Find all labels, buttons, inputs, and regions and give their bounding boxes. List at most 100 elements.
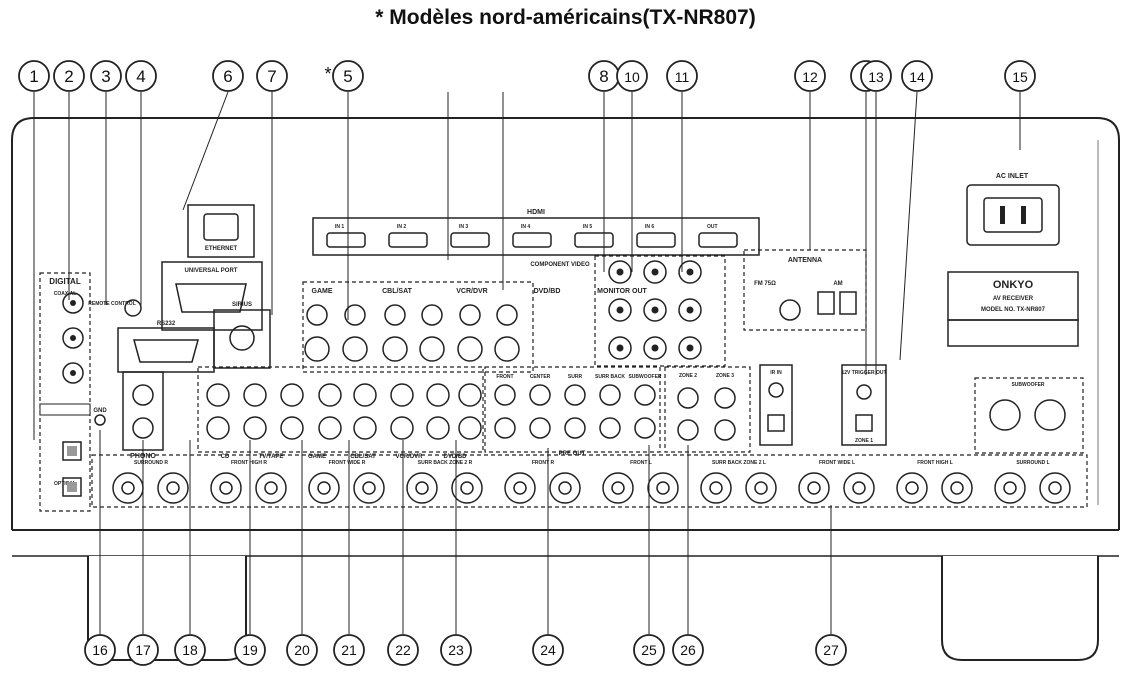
- ethernet-block: [187, 204, 255, 258]
- speaker-terminal-minus-6: [647, 472, 679, 504]
- audio-label-3: GAME: [308, 454, 326, 460]
- hdmi-port-6: [636, 232, 676, 248]
- gnd-label: GND: [93, 408, 107, 414]
- hdmi-panel: [312, 217, 760, 256]
- component-jack-center-7: [686, 268, 694, 276]
- speaker-terminal-plus-4: [406, 472, 438, 504]
- speaker-label-6: FRONT L: [630, 460, 652, 466]
- leader-top-14: [899, 91, 918, 361]
- callout-circle-4: [125, 60, 157, 92]
- trigger-port: [855, 414, 873, 432]
- hdmi-port-7: [698, 232, 738, 248]
- callout-circle-1: [18, 60, 50, 92]
- composite-jack-6: [496, 304, 518, 326]
- callout-circle-25: [633, 634, 665, 666]
- pre-out-jack-top-5: [634, 384, 656, 406]
- component-jack-4: [643, 260, 667, 284]
- pre-out-jack-top-2: [529, 384, 551, 406]
- optical-jack-inner-1: [67, 446, 77, 456]
- speaker-terminal-minus-inner-1: [166, 481, 180, 495]
- svideo-jack-6: [494, 336, 520, 362]
- pre-out-jack-bottom-5: [634, 417, 656, 439]
- speaker-terminal-minus-inner-5: [558, 481, 572, 495]
- hdmi-port-label-5: IN 5: [583, 224, 592, 230]
- hdmi-port-5: [574, 232, 614, 248]
- speaker-terminal-minus-inner-6: [656, 481, 670, 495]
- digital-spacer: [39, 403, 91, 416]
- audio-jack-bottom-4: [318, 416, 342, 440]
- audio-jack-top-3: [280, 383, 304, 407]
- audio-jack-bottom-7: [426, 416, 450, 440]
- speaker-label-4: SURR BACK ZONE 2 R: [418, 460, 473, 466]
- speaker-terminal-plus-inner-10: [1003, 481, 1017, 495]
- optical-jack-inner-2: [67, 482, 77, 492]
- callout-number-6: 6: [223, 67, 232, 86]
- audio-label-2: TV/TAPE: [259, 454, 284, 460]
- pre-out-jack-bottom-2: [529, 417, 551, 439]
- coax-jack-3: [62, 362, 84, 384]
- speaker-terminal-minus-3: [353, 472, 385, 504]
- callout-number-19: 19: [242, 642, 258, 658]
- callout-number-4: 4: [136, 67, 145, 86]
- speaker-terminal-plus-7: [700, 472, 732, 504]
- speaker-terminal-minus-10: [1039, 472, 1071, 504]
- pre-out-block: [484, 366, 661, 453]
- component-jack-center-3: [616, 344, 624, 352]
- video-group-label-3: VCR/DVR: [456, 288, 488, 295]
- speaker-label-9: FRONT HIGH L: [917, 460, 953, 466]
- audio-jack-top-2: [243, 383, 267, 407]
- speaker-terminal-minus-inner-4: [460, 481, 474, 495]
- composite-jack-5: [459, 304, 481, 326]
- nameplate-lower: [947, 319, 1079, 347]
- callout-circle-27: [815, 634, 847, 666]
- speaker-label-8: FRONT WIDE L: [819, 460, 855, 466]
- ac-inlet-box: [966, 184, 1060, 246]
- am-terminal-2: [839, 291, 857, 315]
- speaker-terminal-minus-5: [549, 472, 581, 504]
- hdmi-port-label-3: IN 3: [459, 224, 468, 230]
- speaker-terminal-minus-9: [941, 472, 973, 504]
- speaker-terminal-plus-inner-6: [611, 481, 625, 495]
- hdmi-port-3: [450, 232, 490, 248]
- callout-number-27: 27: [823, 642, 839, 658]
- callout-circle-21: [333, 634, 365, 666]
- audio-jack-top-7: [426, 383, 450, 407]
- hdmi-port-label-7: OUT: [707, 224, 718, 230]
- zone-jack-bottom-1: [677, 419, 699, 441]
- callout-circle-3: [90, 60, 122, 92]
- callout-circle-13: [860, 60, 892, 92]
- component-jack-5: [643, 298, 667, 322]
- speaker-label-3: FRONT WIDE R: [329, 460, 366, 466]
- component-video-label: COMPONENT VIDEO: [530, 262, 590, 268]
- fm-jack: [779, 299, 801, 321]
- callout-number-2: 2: [64, 67, 73, 86]
- ac-inlet-label: AC INLET: [996, 173, 1029, 180]
- callout-circle-15: [1004, 60, 1036, 92]
- ac-pin-left: [1000, 206, 1005, 224]
- speaker-terminal-block: [91, 454, 1088, 508]
- speaker-terminal-plus-inner-7: [709, 481, 723, 495]
- ethernet-label: ETHERNET: [205, 246, 238, 252]
- ir-jack: [768, 382, 784, 398]
- video-group-label-1: GAME: [312, 288, 333, 295]
- speaker-terminal-plus-inner-1: [121, 481, 135, 495]
- optical-jack-1: [62, 441, 82, 461]
- optical-jack-2: [62, 477, 82, 497]
- audio-label-4: CBL/SAT: [350, 454, 376, 460]
- coax-jack-center-1: [70, 300, 76, 306]
- pre-out-jack-bottom-4: [599, 417, 621, 439]
- audio-jack-bottom-3: [280, 416, 304, 440]
- callout-circle-14: [901, 60, 933, 92]
- composite-jack-2: [344, 304, 366, 326]
- component-jack-1: [608, 260, 632, 284]
- callout-number-15: 15: [1012, 69, 1028, 85]
- ethernet-port: [203, 213, 239, 241]
- speaker-terminal-minus-1: [157, 472, 189, 504]
- rs232-label: RS232: [157, 321, 176, 327]
- audio-label-5: VCR/DVR: [395, 454, 423, 460]
- coax-jack-2: [62, 327, 84, 349]
- callout-number-10: 10: [624, 69, 640, 85]
- speaker-terminal-plus-inner-3: [317, 481, 331, 495]
- speaker-label-7: SURR BACK ZONE 2 L: [712, 460, 766, 466]
- universal-port-label: UNIVERSAL PORT: [185, 268, 238, 274]
